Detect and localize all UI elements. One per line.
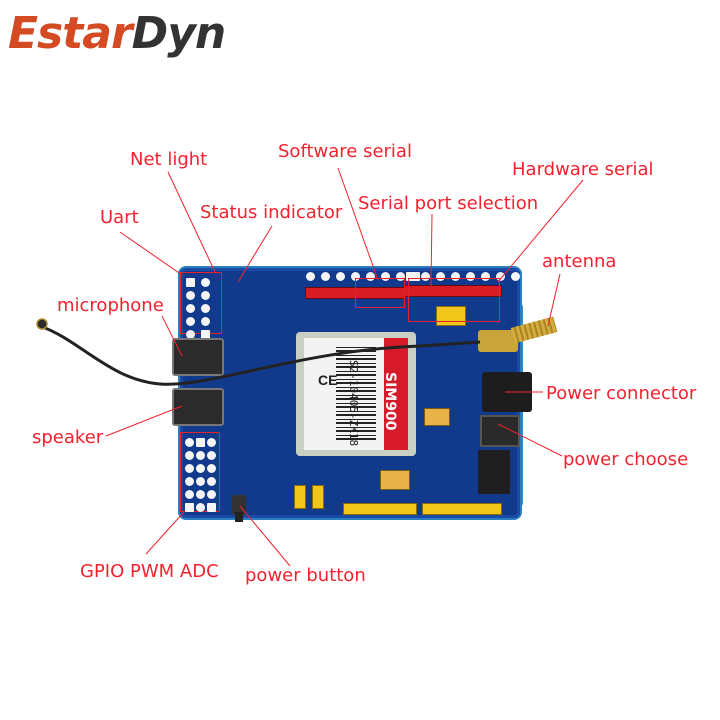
software-serial-highlight (355, 278, 405, 308)
microphone-jack (172, 338, 224, 376)
label-power-connector: Power connector (546, 383, 697, 404)
voltage-regulator (478, 450, 510, 494)
gpio-pins (185, 438, 216, 512)
jumper-2 (312, 485, 324, 509)
module-name: SIM900 (382, 372, 398, 431)
label-antenna: antenna (542, 251, 617, 272)
label-gpio-pwm-adc: GPIO PWM ADC (80, 561, 219, 582)
tantalum-capacitor (424, 408, 450, 426)
label-microphone: microphone (57, 295, 164, 316)
label-power-button: power button (245, 565, 366, 586)
speaker-jack (172, 388, 224, 426)
label-power-choose: power choose (563, 449, 689, 470)
jumper-1 (294, 485, 306, 509)
module-code: S2-10405-ZK18 (347, 360, 360, 447)
label-speaker: speaker (32, 427, 104, 448)
logo-part-dyn: Dyn (131, 8, 227, 59)
dc-power-jack (482, 372, 532, 412)
ce-mark: CE (318, 372, 338, 388)
power-select-switch (480, 415, 520, 447)
label-serial-port-selection: Serial port selection (358, 193, 539, 214)
label-status-indicator: Status indicator (200, 202, 343, 223)
bottom-header-right (422, 503, 502, 515)
label-software-serial: Software serial (278, 141, 412, 162)
label-hardware-serial: Hardware serial (512, 159, 654, 180)
label-uart: Uart (100, 207, 139, 228)
serial-select-highlight (408, 278, 500, 322)
tantalum-capacitor-2 (380, 470, 410, 490)
brand-logo: EstarDyn (8, 6, 227, 62)
sma-connector (478, 330, 518, 352)
logo-part-estar: Estar (8, 8, 133, 59)
uart-pins (186, 278, 210, 339)
label-net-light: Net light (130, 149, 208, 170)
bottom-header-left (343, 503, 417, 515)
